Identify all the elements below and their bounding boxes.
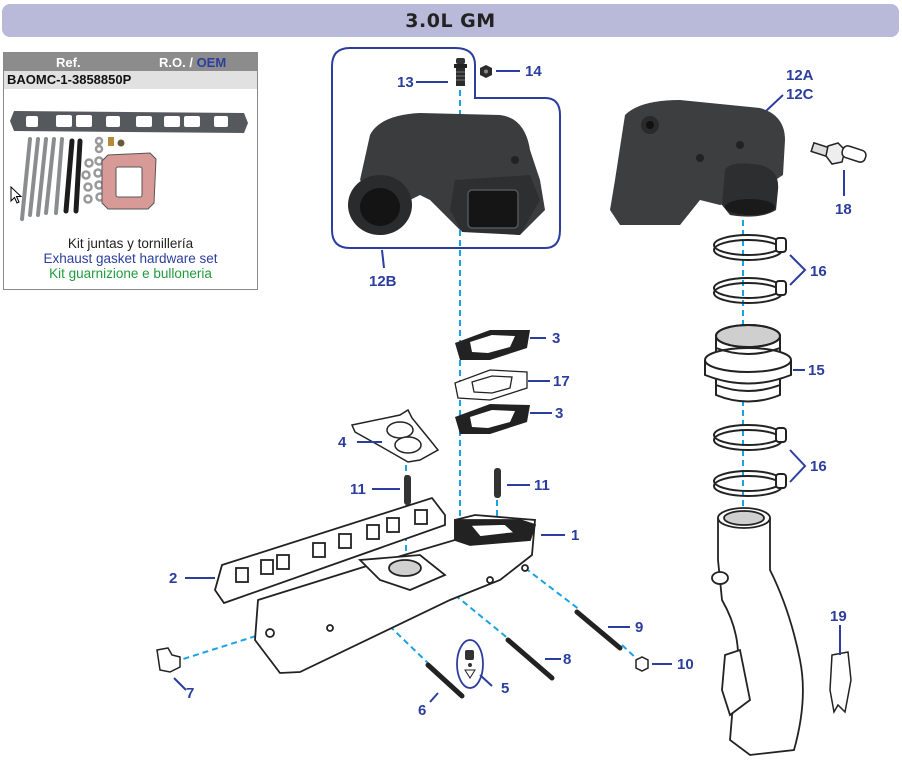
callout-12c: 12C [786, 86, 814, 103]
callout-11-left: 11 [350, 481, 366, 498]
part-3-gasket-upper [455, 330, 530, 360]
callout-16-upper: 16 [810, 263, 827, 280]
callout-14: 14 [525, 63, 542, 80]
part-18-fitting-image [810, 141, 867, 165]
part-3-gasket-lower [455, 404, 530, 434]
callout-4: 4 [338, 434, 347, 451]
callout-10: 10 [677, 656, 694, 673]
part-11-studs [404, 468, 501, 505]
part-4-gasket [350, 408, 440, 463]
kit-manifold-gasket-image [10, 111, 248, 133]
part-y-pipe-image [711, 507, 804, 756]
kit-info-box[interactable]: Ref. R.O. / OEM BAOMC-1-3858850P [3, 52, 258, 290]
title-bar: 3.0L GM [2, 4, 899, 37]
kit-description-en: Exhaust gasket hardware set [43, 251, 218, 266]
callout-1: 1 [571, 527, 579, 544]
ref-label: Ref. [56, 55, 81, 70]
callout-8: 8 [563, 651, 571, 668]
callout-3-upper: 3 [552, 330, 560, 347]
part-19-flapper-image [829, 651, 852, 715]
callout-3-lower: 3 [555, 405, 563, 422]
ro-oem-label: R.O. / OEM [159, 55, 226, 70]
callout-7: 7 [186, 685, 194, 702]
part-12b-frame [331, 47, 561, 249]
ro-label: R.O. / [159, 55, 197, 70]
kit-square-gasket-image [101, 152, 157, 210]
callout-6: 6 [418, 702, 426, 719]
callout-17: 17 [553, 373, 570, 390]
callout-12a: 12A [786, 67, 814, 84]
part-15-exhaust-hose-image [704, 324, 792, 403]
part-16-hose-clamps-upper [713, 234, 787, 304]
part-14-nut-image [480, 65, 492, 78]
kit-description-it: Kit guarnizione e bulloneria [49, 266, 212, 281]
callout-19: 19 [830, 608, 847, 625]
part-9-stud [574, 609, 623, 651]
kit-studs-image [20, 137, 83, 221]
part-7-fitting-image [156, 647, 181, 673]
kit-part-code: BAOMC-1-3858850P [4, 71, 257, 89]
part-12a-12c-exhaust-elbow-image [610, 100, 785, 225]
callout-13: 13 [397, 74, 414, 91]
part-6-bolt [425, 662, 465, 699]
callout-leader-lines [173, 70, 845, 703]
callout-2: 2 [169, 570, 177, 587]
part-10-nut [635, 656, 649, 672]
part-1-exhaust-manifold [254, 514, 537, 674]
part-16-hose-clamps-lower [713, 424, 787, 497]
kit-photo [10, 111, 248, 221]
part-2-manifold-gasket [214, 496, 446, 605]
callout-9: 9 [635, 619, 643, 636]
callout-11-right: 11 [534, 477, 550, 494]
mouse-cursor-icon [10, 186, 23, 204]
part-5-drain-plug-image [456, 639, 484, 689]
part-8-bolt [505, 637, 555, 681]
part-13-bolt-image [454, 58, 467, 86]
part-17-gasket [454, 369, 528, 401]
callout-5: 5 [501, 680, 509, 697]
kit-header-row: Ref. R.O. / OEM [4, 53, 257, 71]
kit-washers-image [81, 136, 105, 204]
callout-16-lower: 16 [810, 458, 827, 475]
callout-18: 18 [835, 201, 852, 218]
callout-15: 15 [808, 362, 825, 379]
callout-12b: 12B [369, 273, 397, 290]
oem-label: OEM [196, 55, 227, 70]
kit-description-es: Kit juntas y tornillería [67, 236, 194, 251]
page-title: 3.0L GM [405, 9, 496, 32]
kit-nuts-image [108, 137, 125, 147]
part-12b-exhaust-elbow-image [348, 113, 545, 235]
